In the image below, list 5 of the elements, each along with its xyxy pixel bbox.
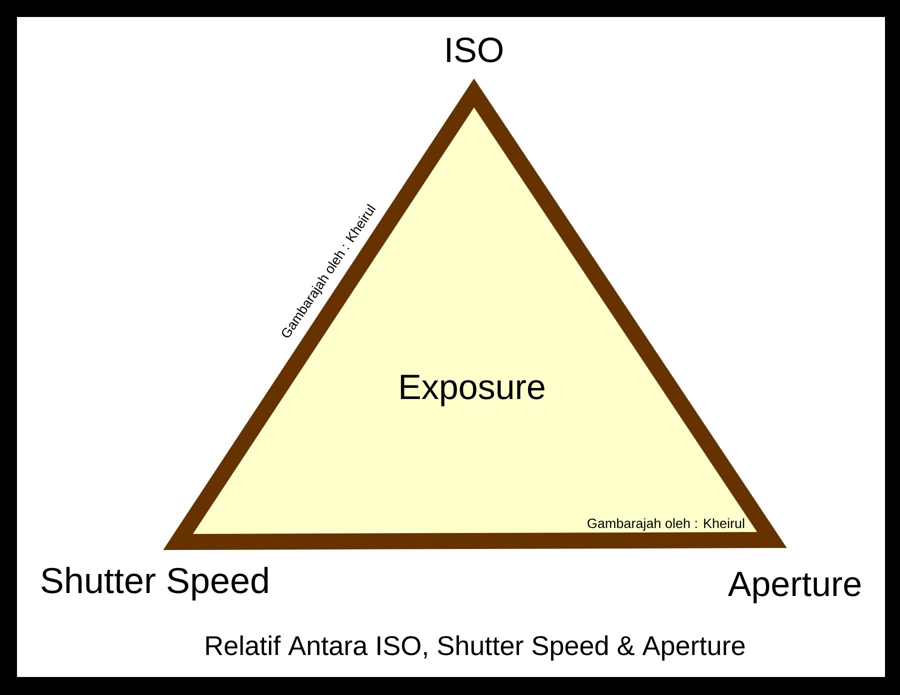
vertex-label: Aperture <box>728 572 861 604</box>
vertex-label: Shutter Speed <box>42 566 268 600</box>
caption: Relatif Antara ISO, Shutter Speed & Aperture <box>206 635 745 661</box>
vertex-label: ISO <box>447 38 502 62</box>
credit-text: Gambarajah oleh : Kheirul <box>588 518 744 531</box>
